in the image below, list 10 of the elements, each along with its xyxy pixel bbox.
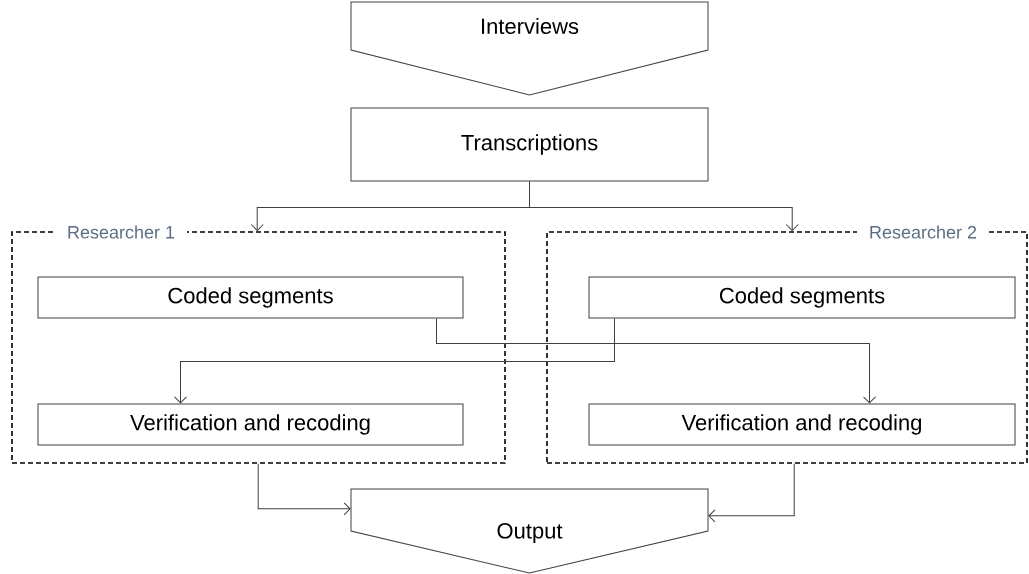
process-box: Coded segments xyxy=(588,276,1016,319)
process-box: Coded segments xyxy=(37,276,464,319)
process-box: Transcriptions xyxy=(350,107,709,182)
arrow xyxy=(257,463,351,516)
arrow xyxy=(529,181,799,231)
process-box: Verification and recoding xyxy=(37,403,464,446)
arrow xyxy=(174,318,615,404)
arrow xyxy=(436,318,876,404)
arrow xyxy=(708,463,795,523)
process-box: Verification and recoding xyxy=(588,403,1016,446)
